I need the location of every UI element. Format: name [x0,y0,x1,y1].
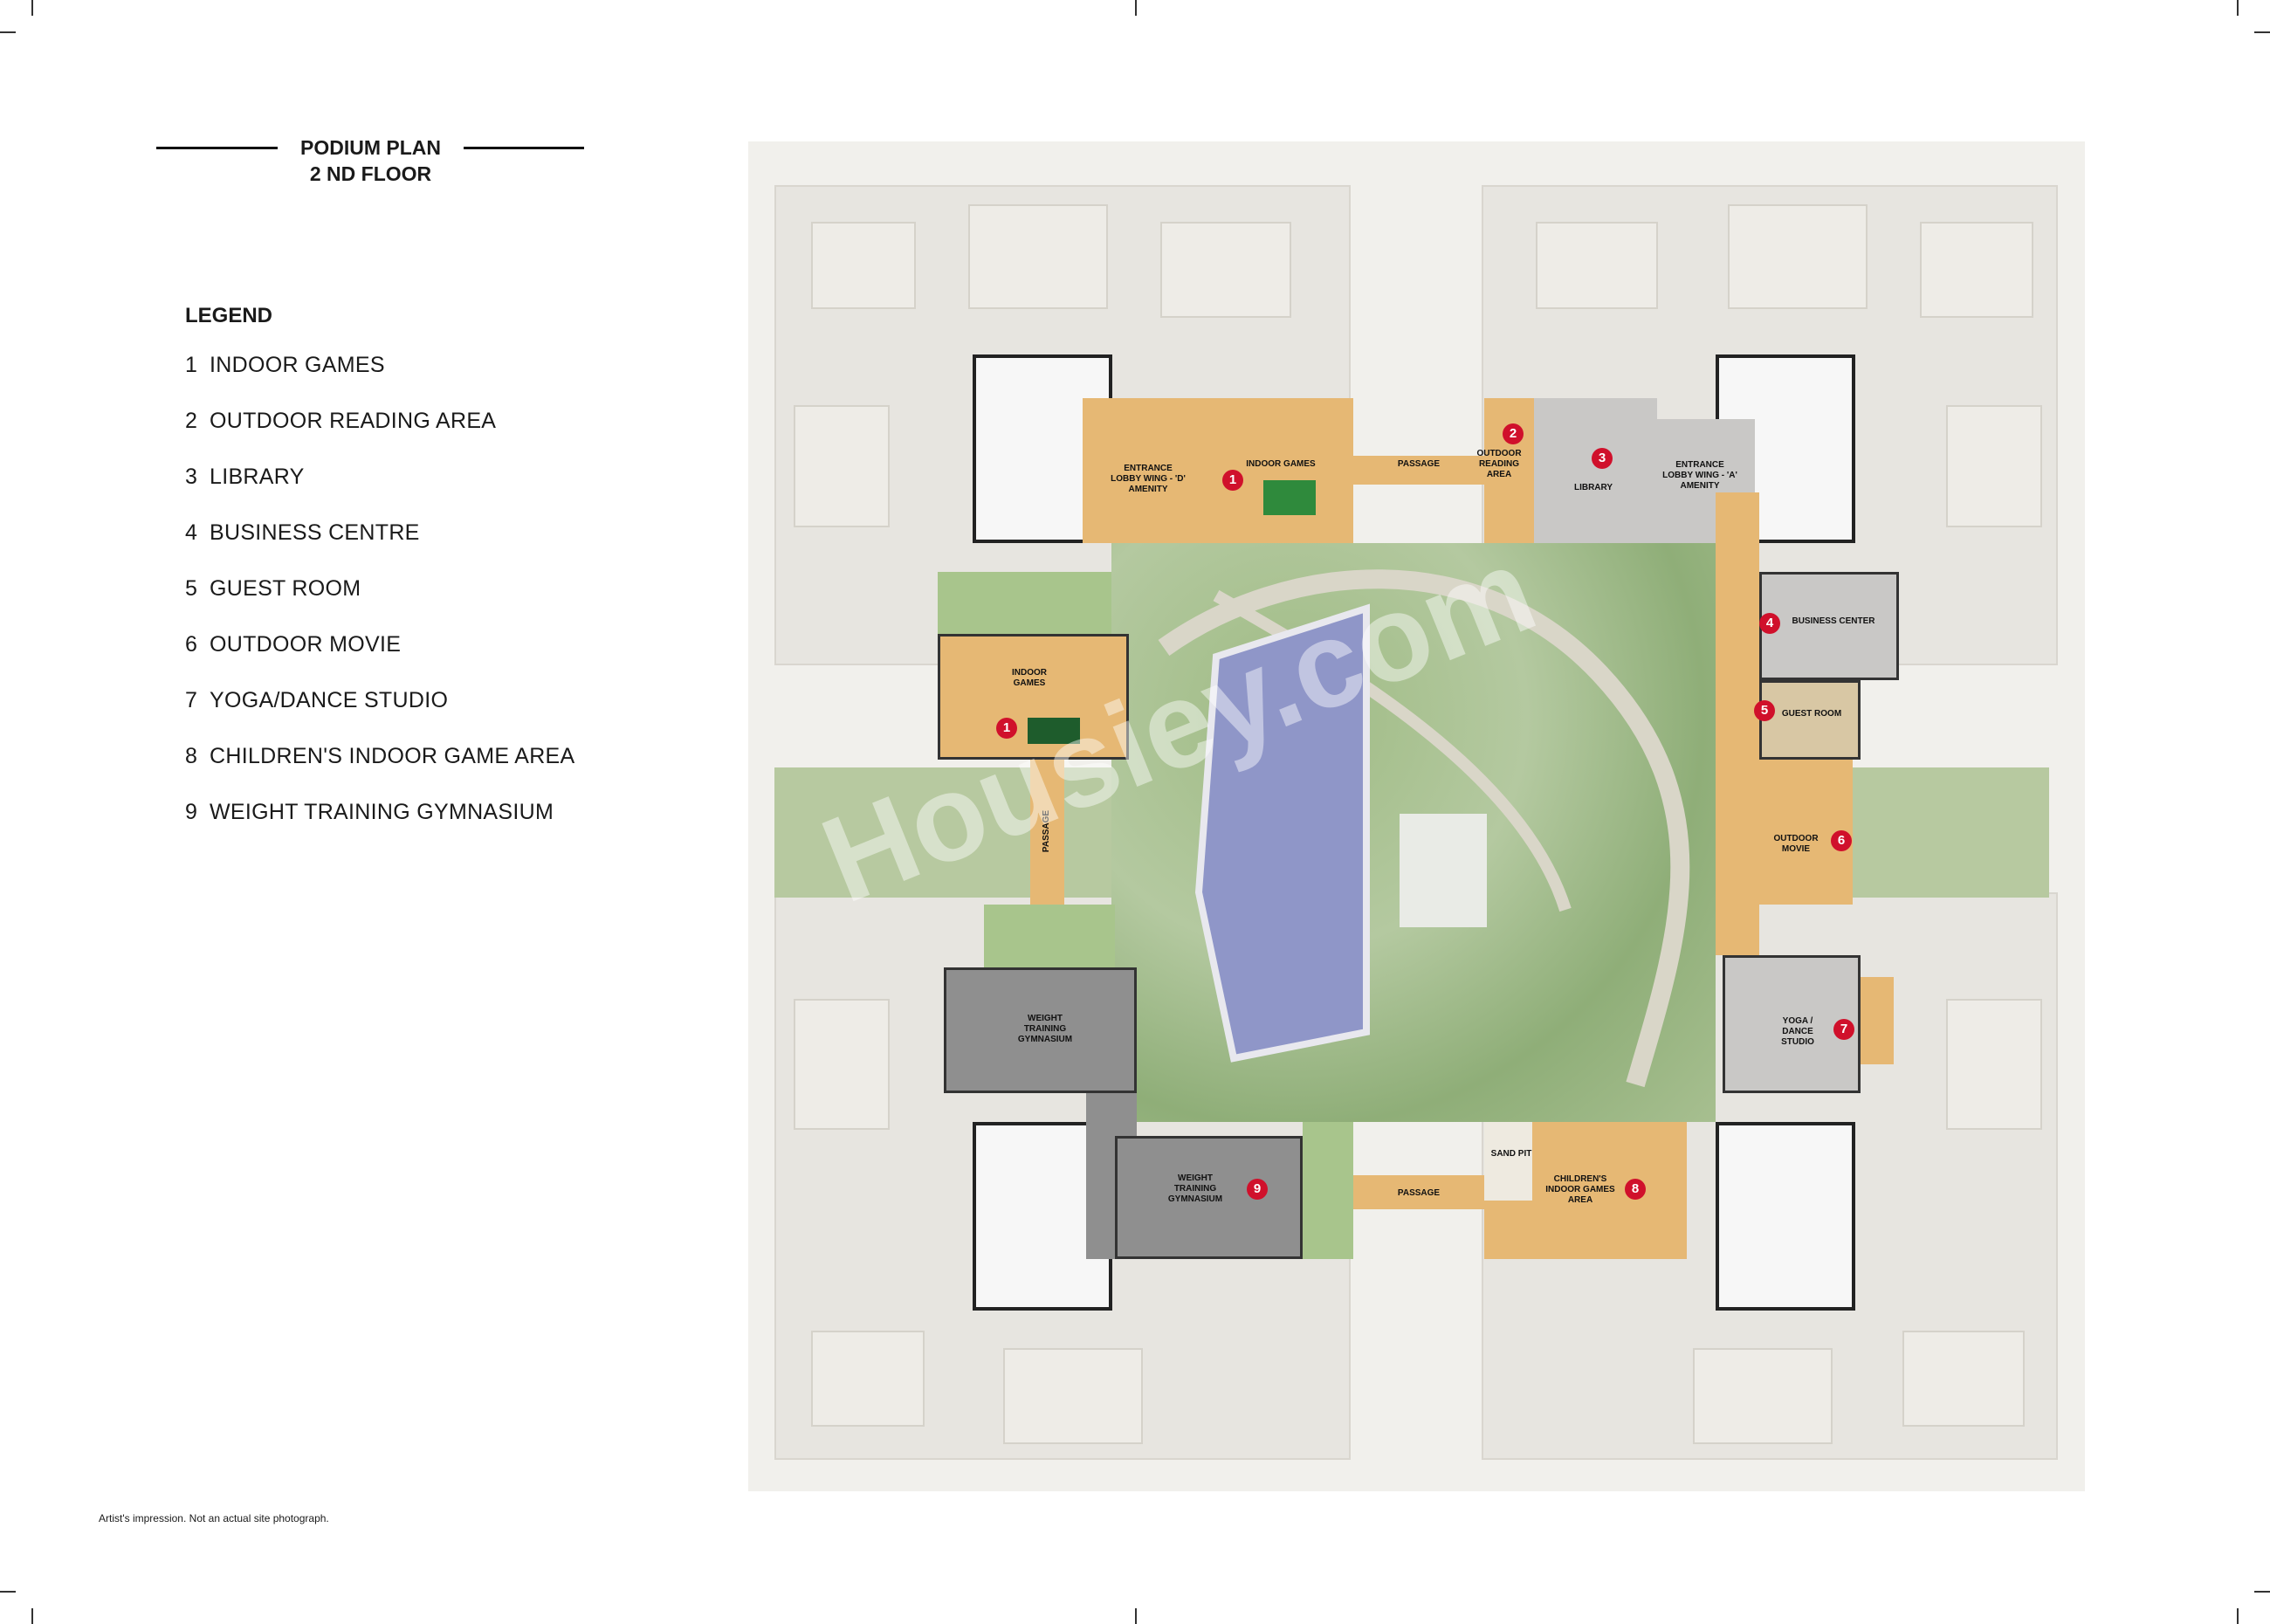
entrance-lobby-d [1083,398,1353,543]
crop-mark [2254,1591,2270,1593]
crop-mark [31,0,33,16]
legend-item: 1 INDOOR GAMES [185,349,575,405]
legend-item-number: 7 [185,688,198,712]
crop-mark [0,31,16,33]
crop-mark [2254,31,2270,33]
library [1534,398,1657,543]
legend-item-label: YOGA/DANCE STUDIO [210,688,449,712]
marker-5: 5 [1754,700,1775,721]
legend-item: 3 LIBRARY [185,461,575,517]
legend-item-label: WEIGHT TRAINING GYMNASIUM [210,800,554,824]
marker-7: 7 [1833,1019,1854,1040]
legend-item-label: CHILDREN'S INDOOR GAME AREA [210,744,575,768]
crop-mark [1135,0,1137,16]
pathway [1213,589,1572,912]
label-passage-bottom: PASSAGE [1397,1188,1441,1198]
legend-item: 5 GUEST ROOM [185,573,575,629]
marker-1: 1 [1222,470,1243,491]
legend-heading: LEGEND [185,304,273,327]
legend-item-number: 2 [185,409,198,433]
label-childrens: CHILDREN'S INDOOR GAMES AREA [1545,1174,1615,1205]
swimming-pool [1194,603,1370,1063]
title-line-1: PODIUM PLAN [300,136,441,159]
label-library: LIBRARY [1573,483,1613,492]
stair-core [1716,1122,1855,1311]
label-business-center: BUSINESS CENTER [1792,616,1875,626]
legend-item: 7 YOGA/DANCE STUDIO [185,685,575,740]
landscape-plaza [984,905,1115,967]
label-outdoor-reading: OUTDOOR READING AREA [1476,449,1522,479]
legend-item-label: LIBRARY [210,464,305,489]
label-gym-bottom: WEIGHT TRAINING GYMNASIUM [1167,1173,1223,1204]
legend-item-number: 3 [185,464,198,489]
label-gym-left: WEIGHT TRAINING GYMNASIUM [1017,1014,1073,1044]
passage-left [1030,760,1064,905]
marker-8: 8 [1625,1179,1646,1200]
crop-mark [0,1591,16,1593]
label-sand-pit: SAND PIT [1490,1149,1532,1159]
legend-item: 2 OUTDOOR READING AREA [185,405,575,461]
page-title: PODIUM PLAN 2 ND FLOOR [278,134,464,187]
label-outdoor-movie: OUTDOOR MOVIE [1773,834,1819,854]
footnote: Artist's impression. Not an actual site … [99,1512,329,1524]
pathway [1158,569,1690,1088]
label-lobby-d: ENTRANCE LOBBY WING - 'D' AMENITY [1111,464,1186,494]
legend-item: 6 OUTDOOR MOVIE [185,629,575,685]
passage-bottom [1353,1175,1484,1209]
label-guest-room: GUEST ROOM [1781,709,1842,719]
marker-4: 4 [1759,613,1780,634]
legend-item-number: 1 [185,353,198,377]
landscape-plaza [938,572,1111,634]
legend-item-number: 4 [185,520,198,545]
crop-mark [1135,1608,1137,1624]
label-yoga: YOGA / DANCE STUDIO [1781,1016,1814,1047]
guest-room [1759,680,1861,760]
legend-item: 9 WEIGHT TRAINING GYMNASIUM [185,796,575,852]
business-center [1759,572,1899,680]
legend-item: 8 CHILDREN'S INDOOR GAME AREA [185,740,575,796]
legend-item-number: 9 [185,800,198,824]
legend-item-label: BUSINESS CENTRE [210,520,420,545]
sand-pit [1484,1122,1532,1201]
yoga-strip [1861,977,1894,1064]
legend-item-number: 6 [185,632,198,657]
outdoor-movie [1716,760,1853,905]
legend-item-number: 8 [185,744,198,768]
marker-1-left: 1 [996,718,1017,739]
marker-9: 9 [1247,1179,1268,1200]
legend-item-label: GUEST ROOM [210,576,361,601]
label-indoor-games-left: INDOOR GAMES [1012,668,1047,688]
title-rule-right [464,147,584,149]
legend-item: 4 BUSINESS CENTRE [185,517,575,573]
billiard-table [1263,480,1316,515]
title-rule-left [156,147,278,149]
crop-mark [2237,1608,2239,1624]
indoor-games-left [938,634,1129,760]
snooker-table [1028,718,1080,744]
marker-6: 6 [1831,830,1852,851]
crop-mark [31,1608,33,1624]
pool-and-paths [1158,569,1690,1088]
weight-gym-left [944,967,1137,1093]
landscape-strip [1303,1122,1353,1259]
title-line-2: 2 ND FLOOR [309,162,432,185]
legend-item-label: OUTDOOR READING AREA [210,409,497,433]
legend-item-label: OUTDOOR MOVIE [210,632,402,657]
legend-item-number: 5 [185,576,198,601]
marker-3: 3 [1592,448,1613,469]
label-lobby-a: ENTRANCE LOBBY WING - 'A' AMENITY [1662,460,1737,491]
floor-plan: ENTRANCE LOBBY WING - 'D' AMENITY INDOOR… [748,141,2085,1491]
outdoor-reading-area [1484,398,1534,543]
crop-mark [2237,0,2239,16]
pavilion [1400,814,1487,927]
label-indoor-games-top: INDOOR GAMES [1246,459,1316,469]
marker-2: 2 [1503,423,1524,444]
passage-top [1353,456,1484,485]
label-passage-top: PASSAGE [1397,459,1441,469]
weight-gym-bottom [1115,1136,1303,1259]
legend-list: 1 INDOOR GAMES 2 OUTDOOR READING AREA 3 LIBRA… [185,349,575,852]
legend-item-label: INDOOR GAMES [210,353,385,377]
